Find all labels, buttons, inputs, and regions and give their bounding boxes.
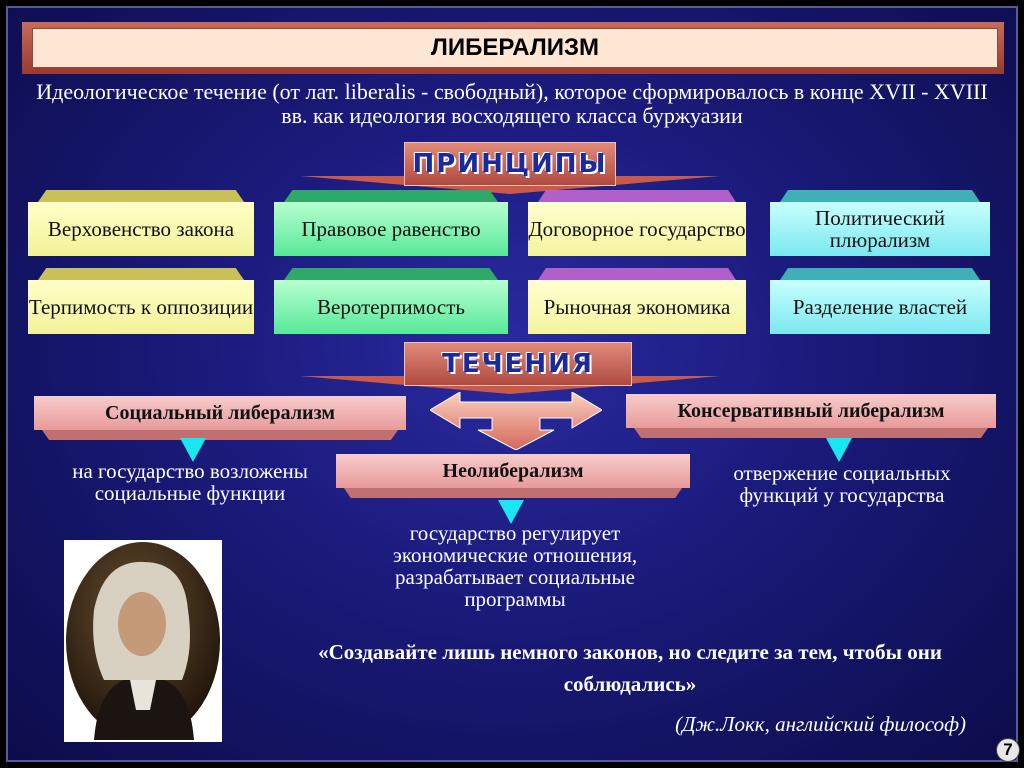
definition-text: Идеологическое течение (от лат. liberali… (36, 79, 988, 128)
principle-box: Верховенство закона (28, 190, 254, 256)
principle-box: Разделение властей (770, 268, 990, 334)
principle-label: Терпимость к оппозиции (28, 295, 254, 319)
principle-box: Договорное государство (528, 190, 746, 256)
principle-box: Рыночная экономика (528, 268, 746, 334)
principle-label: Веротерпимость (317, 295, 465, 319)
current-social-liberalism: Социальный либерализм (34, 396, 406, 440)
principle-label: Рыночная экономика (543, 295, 731, 319)
quote-text: «Создавайте лишь немного законов, но сле… (318, 640, 942, 696)
page-number-badge: 7 (996, 738, 1020, 762)
principle-label: Политический плюрализм (815, 206, 945, 252)
principle-box: Веротерпимость (274, 268, 508, 334)
current-name: Социальный либерализм (105, 401, 335, 424)
three-way-arrow-icon (430, 392, 602, 450)
current-conservative-liberalism: Консервативный либерализм (626, 394, 996, 438)
principle-label: Верховенство закона (47, 217, 235, 241)
currents-banner: ТЕЧЕНИЯ (404, 342, 632, 386)
principle-label: Договорное государство (528, 217, 746, 241)
john-locke-portrait (64, 540, 222, 742)
current-neoliberalism: Неолиберализм (336, 454, 690, 498)
principle-box: Политический плюрализм (770, 190, 990, 256)
down-arrow-icon (180, 438, 206, 462)
down-arrow-icon (826, 438, 852, 462)
principles-banner: ПРИНЦИПЫ (404, 142, 616, 186)
current-description: на государство возложены социальные функ… (72, 459, 308, 505)
principle-label: Разделение властей (792, 295, 968, 319)
page-title: ЛИБЕРАЛИЗМ (32, 28, 998, 68)
current-name: Неолиберализм (442, 459, 584, 482)
principle-label: Правовое равенство (301, 217, 481, 241)
down-arrow-icon (498, 500, 524, 524)
principle-box: Правовое равенство (274, 190, 508, 256)
current-description: государство регулирует экономические отн… (392, 521, 638, 611)
portrait-image (66, 542, 220, 740)
principle-box: Терпимость к оппозиции (28, 268, 254, 334)
current-description: отвержение социальных функций у государс… (733, 461, 951, 507)
current-name: Консервативный либерализм (677, 399, 945, 422)
quote-author: (Дж.Локк, английский философ) (675, 712, 966, 736)
